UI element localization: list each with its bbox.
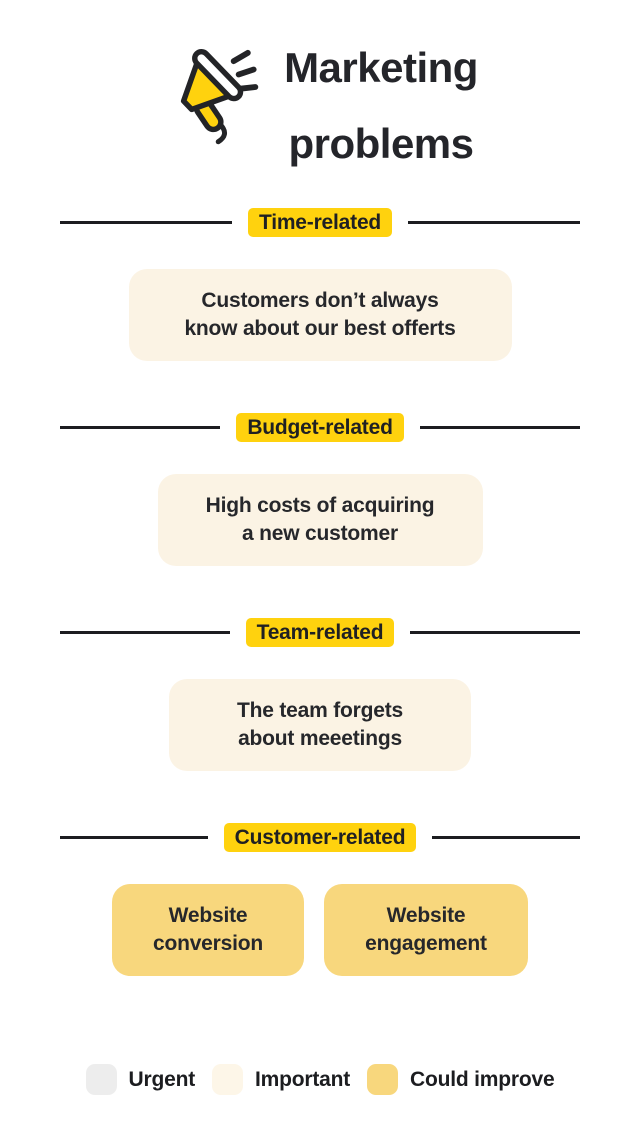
- legend-label: Could improve: [410, 1067, 555, 1091]
- important-swatch: [212, 1064, 243, 1095]
- section-divider: Time-related: [60, 208, 580, 237]
- header: Marketing problems: [0, 0, 640, 182]
- divider-line: [419, 426, 581, 429]
- section-divider: Team-related: [60, 618, 581, 647]
- problem-card-website-conversion: Website conversion: [112, 884, 304, 976]
- legend-item-urgent: Urgent: [85, 1064, 196, 1095]
- section-label-budget-related: Budget-related: [236, 413, 404, 442]
- divider-line: [60, 426, 221, 429]
- legend-item-could-improve: Could improve: [367, 1064, 555, 1095]
- problem-card-meetings: The team forgets about meeetings: [169, 679, 471, 771]
- section-divider: Budget-related: [60, 413, 581, 442]
- urgent-swatch: [85, 1064, 117, 1095]
- divider-line: [410, 631, 581, 634]
- megaphone-icon: [162, 36, 262, 158]
- page-title: Marketing problems: [284, 44, 478, 167]
- divider-line: [432, 836, 580, 839]
- section-divider: Customer-related: [60, 823, 580, 852]
- legend-label: Important: [255, 1067, 351, 1091]
- divider-line: [60, 836, 208, 839]
- divider-line: [60, 631, 230, 634]
- section-time-related: Time-related Customers don’t always know…: [0, 208, 640, 361]
- card-row: Customers don’t always know about our be…: [0, 269, 640, 361]
- divider-line: [60, 221, 232, 224]
- section-budget-related: Budget-related High costs of acquiring a…: [0, 413, 640, 566]
- section-customer-related: Customer-related Website conversion Webs…: [0, 823, 640, 976]
- problem-card-website-engagement: Website engagement: [324, 884, 528, 976]
- card-row: The team forgets about meeetings: [0, 679, 640, 771]
- problem-card-offers: Customers don’t always know about our be…: [128, 269, 512, 361]
- section-team-related: Team-related The team forgets about meee…: [0, 618, 640, 771]
- section-label-customer-related: Customer-related: [223, 823, 417, 852]
- card-row: High costs of acquiring a new customer: [0, 474, 640, 566]
- section-label-time-related: Time-related: [247, 208, 393, 237]
- section-label-team-related: Team-related: [245, 618, 395, 647]
- legend-item-important: Important: [212, 1064, 350, 1095]
- card-row: Website conversion Website engagement: [0, 884, 640, 976]
- divider-line: [408, 221, 580, 224]
- problem-card-acquisition-costs: High costs of acquiring a new customer: [157, 474, 483, 566]
- legend-label: Urgent: [128, 1067, 196, 1091]
- could-improve-swatch: [367, 1064, 399, 1095]
- legend: Urgent Important Could improve: [0, 1064, 640, 1095]
